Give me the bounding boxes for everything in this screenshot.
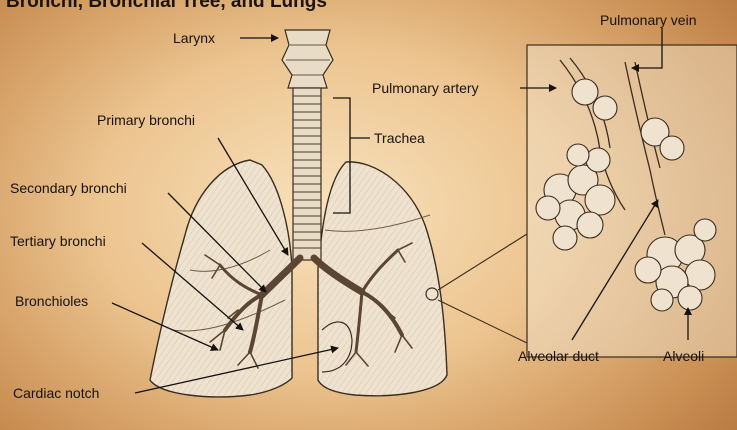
label-pulmonary-vein: Pulmonary vein xyxy=(600,12,697,28)
label-tertiary-bronchi: Tertiary bronchi xyxy=(10,233,106,249)
diagram-title: Bronchi, Bronchial Tree, and Lungs xyxy=(6,0,327,13)
label-alveoli: Alveoli xyxy=(663,348,704,364)
trachea-shape xyxy=(293,88,321,260)
label-secondary-bronchi: Secondary bronchi xyxy=(10,180,127,196)
alveolar-sac-marker xyxy=(426,288,438,300)
label-cardiac-notch: Cardiac notch xyxy=(13,385,99,401)
label-bronchioles: Bronchioles xyxy=(15,293,88,309)
larynx-shape xyxy=(282,30,333,88)
label-alveolar-duct: Alveolar duct xyxy=(518,348,599,364)
label-pulmonary-artery: Pulmonary artery xyxy=(372,80,479,96)
label-trachea: Trachea xyxy=(374,130,425,146)
alveoli-inset xyxy=(438,45,737,357)
label-larynx: Larynx xyxy=(173,30,215,46)
label-primary-bronchi: Primary bronchi xyxy=(97,112,195,128)
